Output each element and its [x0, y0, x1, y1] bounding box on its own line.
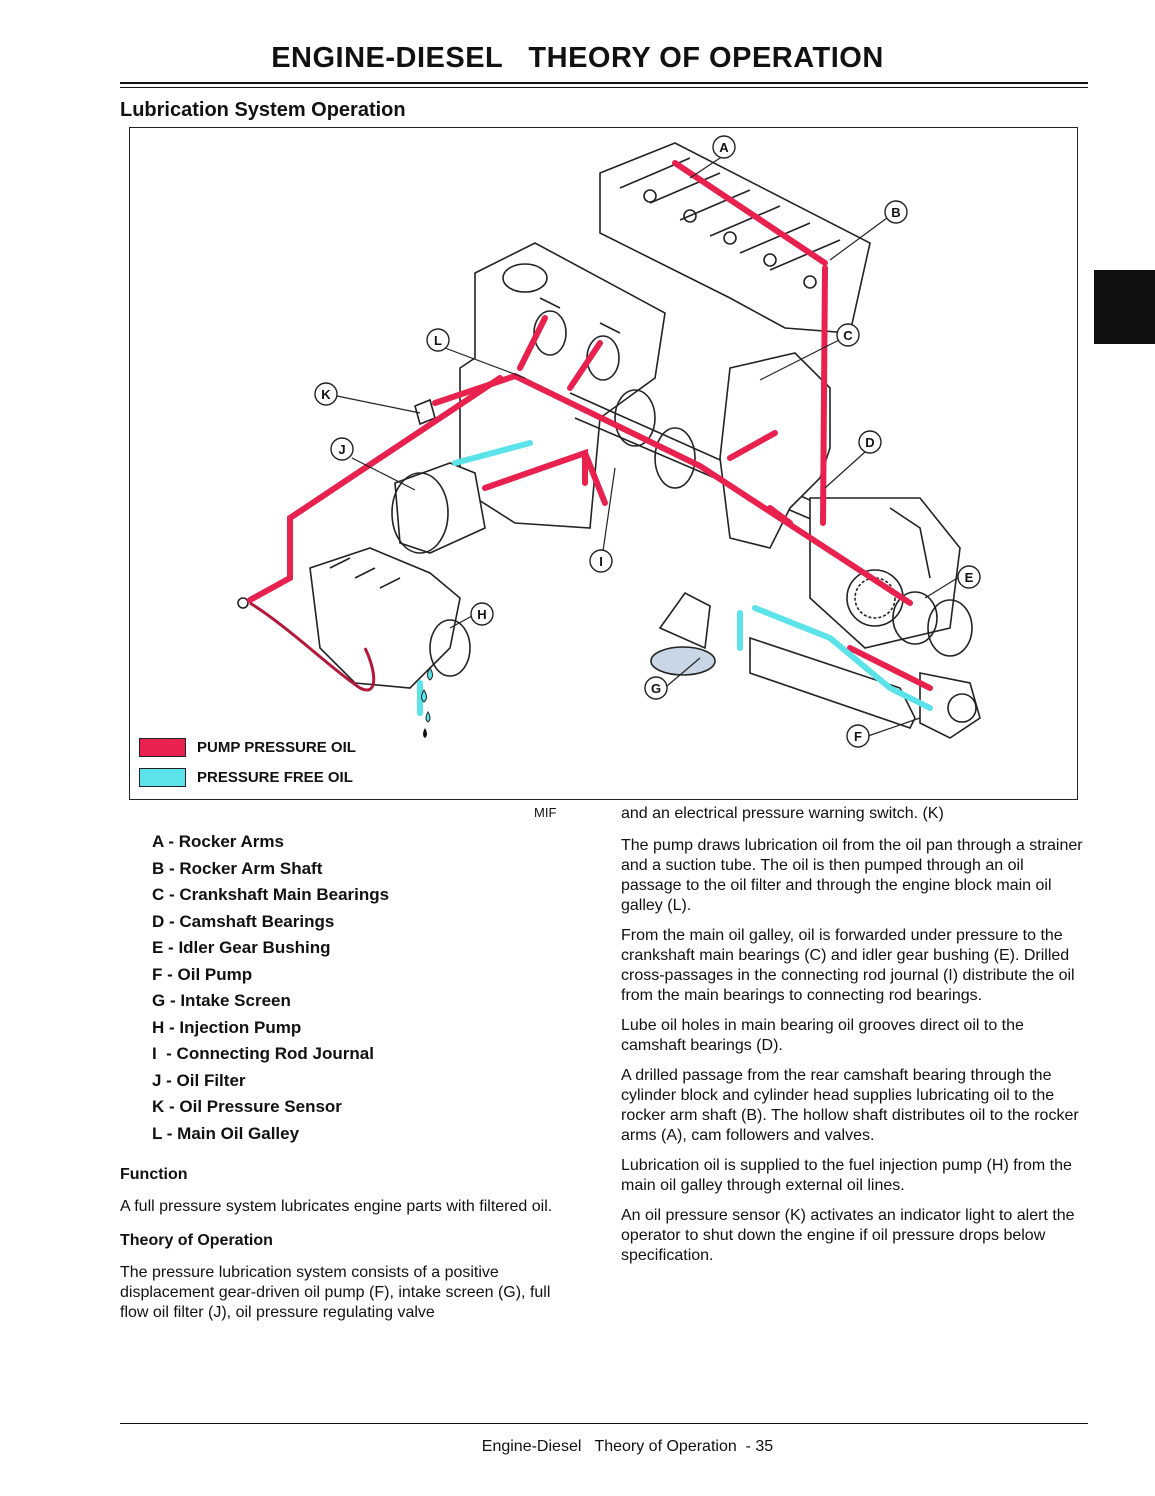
body-paragraph: From the main oil galley, oil is forward…: [621, 927, 1075, 1004]
callout-a: A: [719, 140, 729, 155]
lubrication-diagram: A B C D E F G H I J K L PUMP PRESSURE OI…: [129, 127, 1078, 800]
page-footer: Engine-Diesel Theory of Operation - 35: [481, 1438, 774, 1455]
legend-swatch-pressure: [139, 738, 186, 757]
body-paragraph: An oil pressure sensor (K) activates an …: [621, 1207, 1075, 1264]
callout-l: L: [434, 333, 442, 348]
body-paragraph: Lubrication oil is supplied to the fuel …: [621, 1157, 1072, 1194]
callout-j: J: [338, 442, 345, 457]
callout-leaders: [336, 155, 960, 737]
legend-label-pressure: PUMP PRESSURE OIL: [197, 739, 356, 756]
body-paragraph: and an electrical pressure warning switc…: [621, 805, 944, 822]
free-oil-lines: [417, 440, 933, 716]
callout-g: G: [651, 681, 661, 696]
body-paragraph: The pump draws lubrication oil from the …: [621, 837, 1083, 914]
callout-d: D: [865, 435, 874, 450]
label-item: H - Injection Pump: [152, 1017, 302, 1037]
label-item: J - Oil Filter: [152, 1070, 246, 1090]
callout-k: K: [321, 387, 331, 402]
header-rule-thin: [120, 87, 1088, 88]
pressure-oil-lines: [247, 160, 933, 691]
callout-c: C: [843, 328, 853, 343]
engine-illustration: A B C D E F G H I J K L: [237, 135, 981, 748]
callout-f: F: [854, 729, 862, 744]
legend-pressure-free: PRESSURE FREE OIL: [139, 768, 353, 787]
callout-i: I: [599, 554, 603, 569]
label-item: L - Main Oil Galley: [152, 1123, 300, 1143]
theory-heading: Theory of Operation: [120, 1232, 273, 1249]
right-text-column: and an electrical pressure warning switc…: [621, 804, 1087, 1276]
label-item: B - Rocker Arm Shaft: [152, 858, 323, 878]
theory-text: The pressure lubrication system consists…: [120, 1264, 551, 1321]
label-item: F - Oil Pump: [152, 964, 253, 984]
oil-drops: [421, 667, 433, 723]
component-label-list: A - Rocker Arms B - Rocker Arm Shaft C -…: [152, 832, 389, 1150]
header-rule-thick: [120, 82, 1088, 84]
legend-pump-pressure: PUMP PRESSURE OIL: [139, 738, 356, 757]
body-paragraph: Lube oil holes in main bearing oil groov…: [621, 1017, 1024, 1054]
label-item: D - Camshaft Bearings: [152, 911, 335, 931]
label-item: I - Connecting Rod Journal: [152, 1044, 374, 1063]
page-header-title: ENGINE-DIESEL THEORY OF OPERATION: [271, 42, 884, 74]
callout-circles: [314, 135, 981, 748]
label-item: A - Rocker Arms: [152, 832, 284, 851]
legend-label-free: PRESSURE FREE OIL: [197, 769, 353, 786]
label-item: G - Intake Screen: [152, 991, 291, 1010]
label-item: E - Idler Gear Bushing: [152, 938, 331, 957]
left-text-column: Function A full pressure system lubricat…: [120, 1165, 570, 1333]
function-heading: Function: [120, 1166, 188, 1183]
footer-rule: [120, 1423, 1088, 1424]
function-text: A full pressure system lubricates engine…: [120, 1198, 553, 1215]
section-tab-marker: [1094, 270, 1155, 344]
body-paragraph: A drilled passage from the rear camshaft…: [621, 1067, 1079, 1144]
figure-code: MIF: [534, 805, 557, 820]
callout-e: E: [965, 570, 974, 585]
callout-h: H: [477, 607, 486, 622]
callout-b: B: [891, 205, 900, 220]
label-item: C - Crankshaft Main Bearings: [152, 885, 390, 904]
label-item: K - Oil Pressure Sensor: [152, 1097, 342, 1116]
legend-swatch-free: [139, 768, 186, 787]
section-title: Lubrication System Operation: [120, 99, 406, 121]
